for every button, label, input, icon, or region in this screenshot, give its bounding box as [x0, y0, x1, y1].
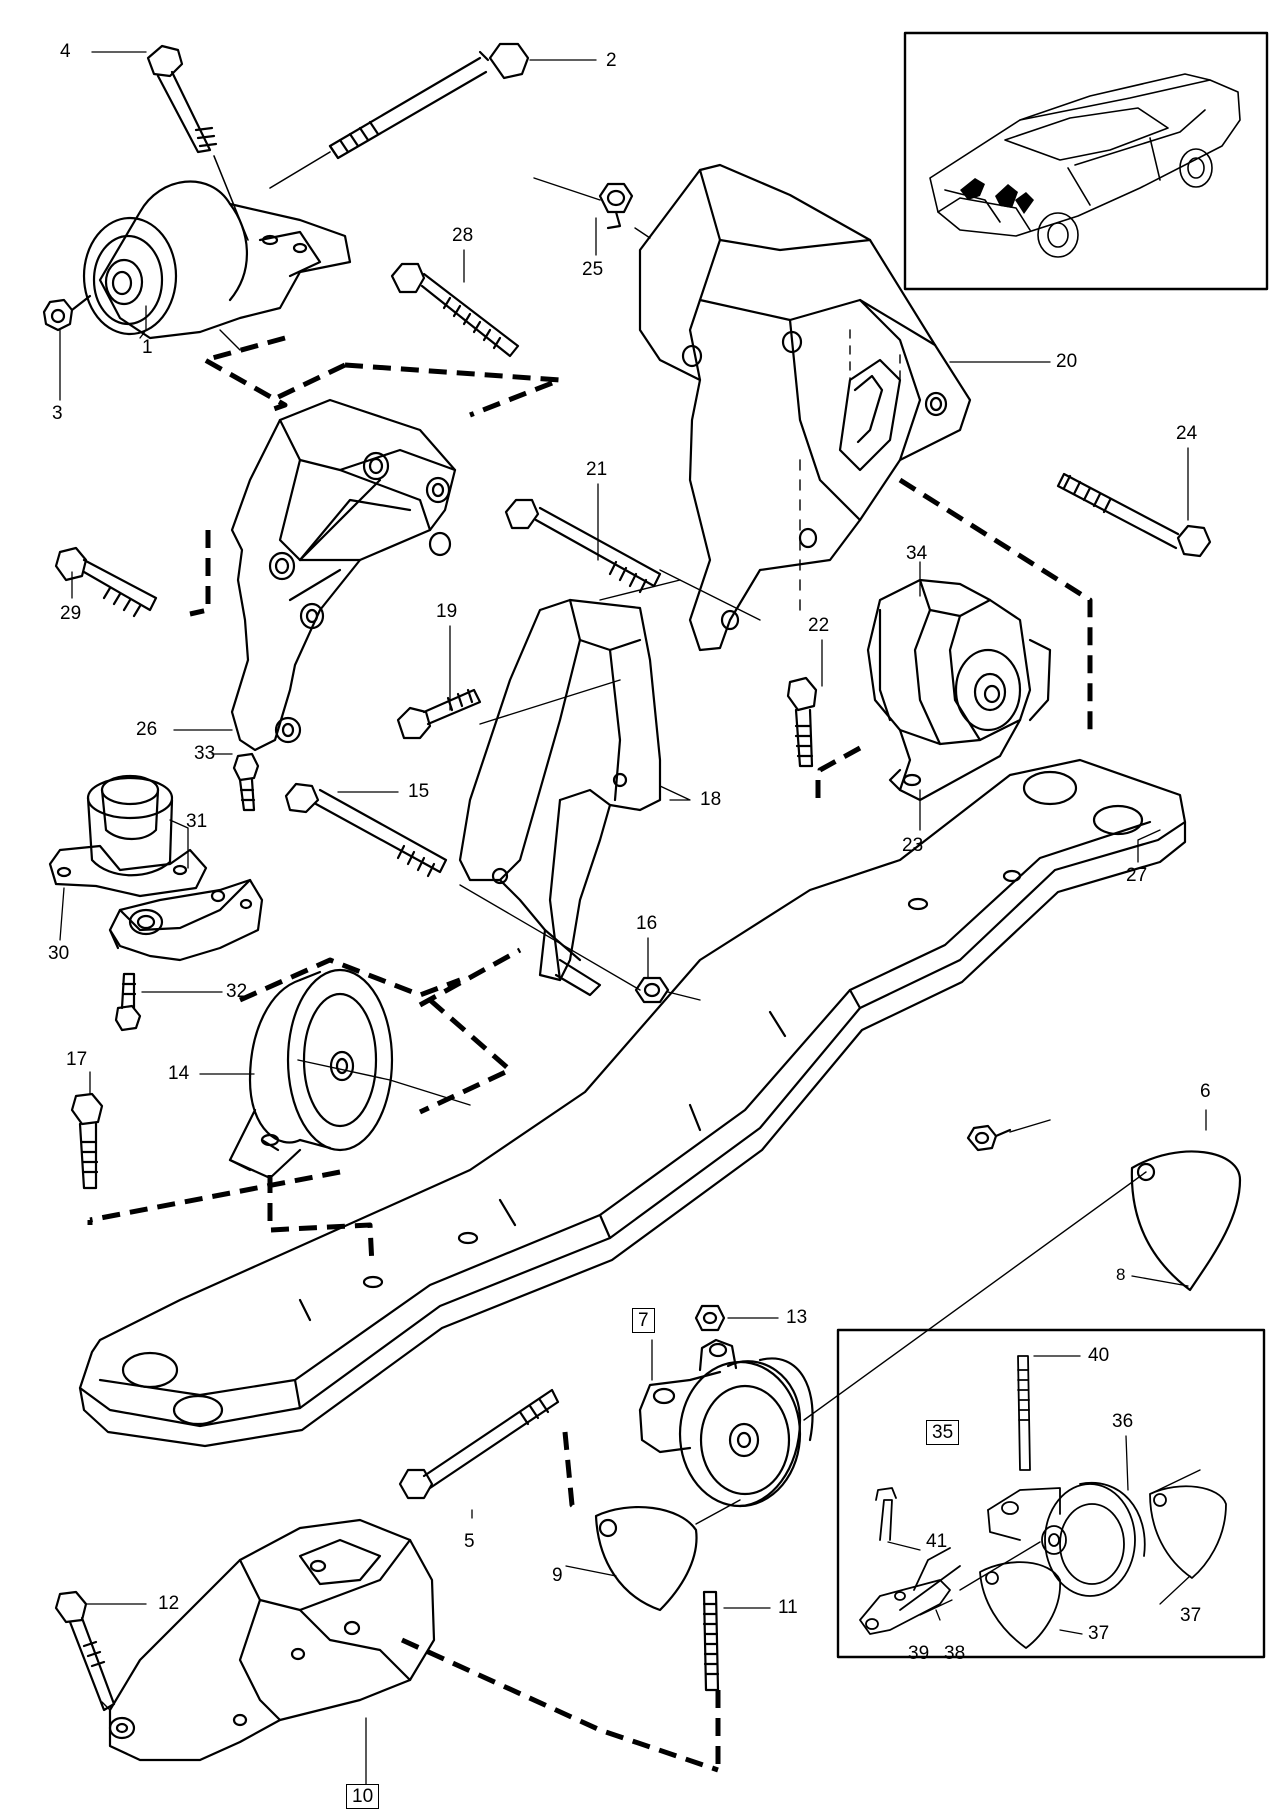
callout-34: 34	[906, 543, 928, 564]
callout-33: 33	[194, 743, 216, 764]
plate-8	[1130, 1150, 1242, 1292]
engine-mount-upper-left	[82, 180, 352, 340]
callout-1: 1	[142, 337, 153, 358]
callout-19: 19	[436, 601, 458, 622]
nut-25	[598, 182, 634, 230]
callout-23: 23	[902, 835, 924, 856]
callout-leaders	[59, 51, 1207, 1791]
callout-37-center: 37	[1088, 1623, 1110, 1644]
engine-mount-7	[638, 1338, 814, 1508]
callout-36: 36	[1112, 1411, 1134, 1432]
callout-7: 7	[632, 1308, 655, 1333]
callout-20: 20	[1056, 351, 1078, 372]
callout-30: 30	[48, 943, 70, 964]
engine-mount-31	[48, 774, 208, 898]
callout-27: 27	[1126, 865, 1148, 886]
bracket-18	[458, 598, 662, 997]
callout-12: 12	[158, 1593, 180, 1614]
callout-10: 10	[346, 1784, 380, 1809]
bolt-29	[54, 546, 158, 618]
callout-13: 13	[786, 1307, 808, 1328]
callout-26: 26	[136, 719, 158, 740]
engine-mount-10	[108, 1518, 436, 1762]
bolt-2	[269, 42, 530, 189]
callout-9: 9	[552, 1565, 563, 1586]
bolt-4	[146, 44, 249, 241]
callout-31: 31	[186, 811, 208, 832]
callout-4: 4	[60, 41, 71, 62]
callout-18: 18	[700, 789, 722, 810]
callout-32: 32	[226, 981, 248, 1002]
bolt-28	[390, 262, 520, 358]
callout-24: 24	[1176, 423, 1198, 444]
bolt-22	[786, 676, 818, 768]
callout-29: 29	[60, 603, 82, 624]
bolt-19	[396, 688, 482, 740]
vehicle-location-inset	[903, 31, 1269, 291]
callout-15: 15	[408, 781, 430, 802]
callout-25: 25	[582, 259, 604, 280]
callout-37-right: 37	[1180, 1605, 1202, 1626]
bracket-30	[108, 878, 264, 962]
callout-41: 41	[926, 1531, 948, 1552]
bolt-17	[70, 1092, 104, 1190]
bracket-26	[230, 398, 457, 752]
callout-3: 3	[52, 403, 63, 424]
callout-22: 22	[808, 615, 830, 636]
stud-11	[702, 1590, 720, 1692]
bolt-15	[284, 782, 448, 878]
callout-2: 2	[606, 50, 617, 71]
callout-14: 14	[168, 1063, 190, 1084]
plate-9	[594, 1505, 698, 1612]
callout-39: 39	[908, 1643, 930, 1664]
bolt-12	[54, 1590, 116, 1712]
callout-21: 21	[586, 459, 608, 480]
nut-13	[694, 1304, 726, 1332]
crossmember	[78, 758, 1187, 1448]
bolt-33	[232, 752, 260, 812]
callout-40: 40	[1088, 1345, 1110, 1366]
assembly-dashed-lines	[87, 335, 1093, 1773]
callout-35: 35	[926, 1420, 960, 1445]
callout-17: 17	[66, 1049, 88, 1070]
nut-3	[42, 294, 92, 332]
callout-8: 8	[1116, 1265, 1126, 1284]
bolt-32	[114, 972, 142, 1032]
callout-28: 28	[452, 225, 474, 246]
callout-11: 11	[778, 1597, 798, 1618]
callout-16: 16	[636, 913, 658, 934]
assembly-axis-lines	[101, 177, 1201, 1711]
engine-mount-14	[228, 968, 394, 1180]
bolt-24	[1056, 472, 1212, 558]
alternative-mount-inset	[836, 1328, 1266, 1659]
callout-6: 6	[1200, 1081, 1211, 1102]
bolt-21	[504, 498, 662, 594]
bracket-20	[638, 163, 972, 652]
nut-6	[966, 1124, 1012, 1152]
callout-38: 38	[944, 1643, 966, 1664]
bolt-5	[398, 1388, 560, 1500]
nut-16	[634, 976, 670, 1004]
callout-5: 5	[464, 1531, 475, 1552]
engine-mount-34	[866, 578, 1052, 802]
